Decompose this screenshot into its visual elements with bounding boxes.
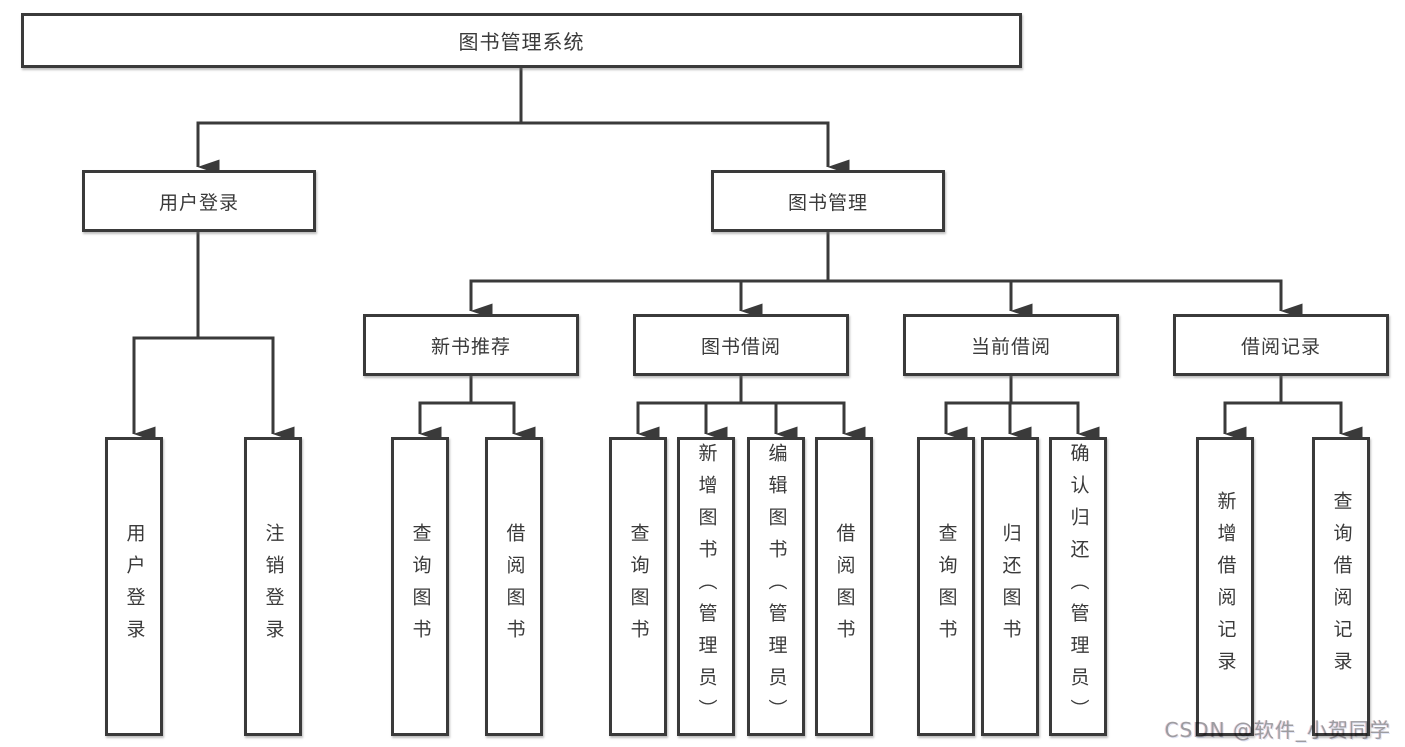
leaf-query-books-current: 查询图书 bbox=[917, 437, 975, 736]
node-current-borrowing-label: 当前借阅 bbox=[970, 335, 1051, 358]
node-book-management-label: 图书管理 bbox=[787, 191, 868, 214]
connector-buses bbox=[132, 68, 1343, 405]
leaf-borrow-books-label: 借阅图书 bbox=[833, 522, 856, 651]
node-user-login: 用户登录 bbox=[82, 170, 316, 232]
node-library-system: 图书管理系统 bbox=[21, 13, 1022, 68]
leaf-query-borrow-record-label: 查询借阅记录 bbox=[1330, 490, 1353, 683]
leaf-query-books-current-label: 查询图书 bbox=[935, 522, 958, 651]
leaf-edit-books-admin: 编辑图书（管理员） bbox=[747, 437, 805, 736]
leaf-add-books-admin-label: 新增图书（管理员） bbox=[695, 442, 718, 731]
leaf-query-books-recommend-label: 查询图书 bbox=[409, 522, 432, 651]
node-current-borrowing: 当前借阅 bbox=[903, 314, 1119, 376]
node-book-management: 图书管理 bbox=[711, 170, 945, 232]
leaf-user-login: 用户登录 bbox=[105, 437, 163, 736]
node-library-system-label: 图书管理系统 bbox=[458, 30, 585, 54]
leaf-add-borrow-record-label: 新增借阅记录 bbox=[1214, 490, 1237, 683]
leaf-edit-books-admin-label: 编辑图书（管理员） bbox=[765, 442, 788, 731]
node-new-book-recommend-label: 新书推荐 bbox=[430, 335, 511, 358]
leaf-query-books-recommend: 查询图书 bbox=[391, 437, 449, 736]
node-book-borrowing-label: 图书借阅 bbox=[700, 335, 781, 358]
node-new-book-recommend: 新书推荐 bbox=[363, 314, 579, 376]
leaf-confirm-return-admin: 确认归还（管理员） bbox=[1049, 437, 1107, 736]
leaf-query-borrow-record: 查询借阅记录 bbox=[1312, 437, 1370, 736]
leaf-return-books-label: 归还图书 bbox=[999, 522, 1022, 651]
leaf-query-books-borrowing-label: 查询图书 bbox=[627, 522, 650, 651]
node-borrow-records: 借阅记录 bbox=[1173, 314, 1389, 376]
leaf-return-books: 归还图书 bbox=[981, 437, 1039, 736]
node-borrow-records-label: 借阅记录 bbox=[1240, 335, 1321, 358]
leaf-borrow-books-recommend-label: 借阅图书 bbox=[503, 522, 526, 651]
leaf-add-borrow-record: 新增借阅记录 bbox=[1196, 437, 1254, 736]
leaf-logout-login: 注销登录 bbox=[244, 437, 302, 736]
leaf-borrow-books: 借阅图书 bbox=[815, 437, 873, 736]
leaf-borrow-books-recommend: 借阅图书 bbox=[485, 437, 543, 736]
leaf-add-books-admin: 新增图书（管理员） bbox=[677, 437, 735, 736]
leaf-user-login-label: 用户登录 bbox=[123, 522, 146, 651]
leaf-query-books-borrowing: 查询图书 bbox=[609, 437, 667, 736]
node-book-borrowing: 图书借阅 bbox=[633, 314, 849, 376]
csdn-watermark: CSDN @软件_小贺同学 bbox=[1164, 718, 1391, 742]
node-user-login-label: 用户登录 bbox=[158, 191, 239, 214]
leaf-logout-login-label: 注销登录 bbox=[262, 522, 285, 651]
leaf-confirm-return-admin-label: 确认归还（管理员） bbox=[1067, 442, 1090, 731]
connector-arrows bbox=[132, 123, 1363, 442]
